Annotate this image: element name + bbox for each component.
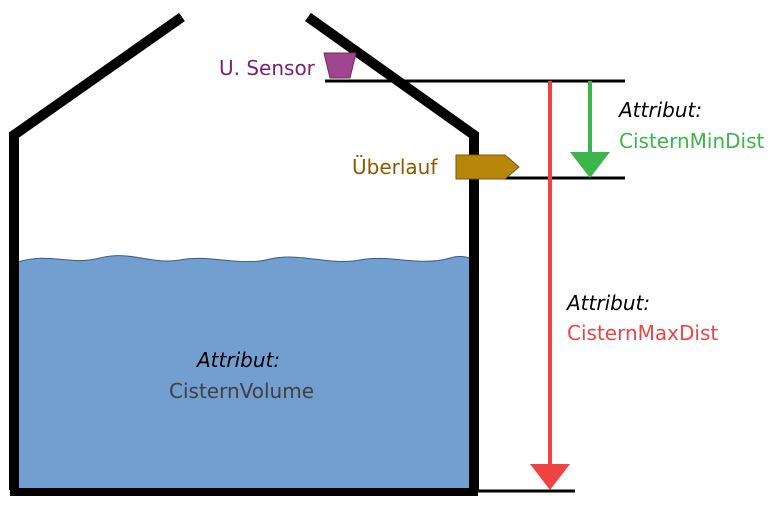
min-dist-arrowhead-icon bbox=[570, 152, 610, 178]
volume-value: CisternVolume bbox=[169, 379, 315, 403]
max-dist-arrowhead-icon bbox=[530, 464, 570, 490]
overflow-pipe-icon bbox=[455, 154, 520, 180]
volume-attr-label: Attribut: bbox=[197, 348, 281, 372]
max-dist-attr-label: Attribut: bbox=[567, 291, 651, 315]
min-dist-value: CisternMinDist bbox=[619, 129, 765, 153]
sensor-icon bbox=[323, 52, 357, 79]
overflow-label: Überlauf bbox=[352, 155, 438, 179]
cistern-left-wall-roof bbox=[9, 12, 185, 490]
water-volume bbox=[17, 255, 471, 491]
min-dist-attr-label: Attribut: bbox=[619, 98, 703, 122]
max-dist-value: CisternMaxDist bbox=[567, 321, 719, 345]
cistern-right-roof-wall bbox=[305, 12, 479, 492]
sensor-label: U. Sensor bbox=[219, 56, 315, 80]
